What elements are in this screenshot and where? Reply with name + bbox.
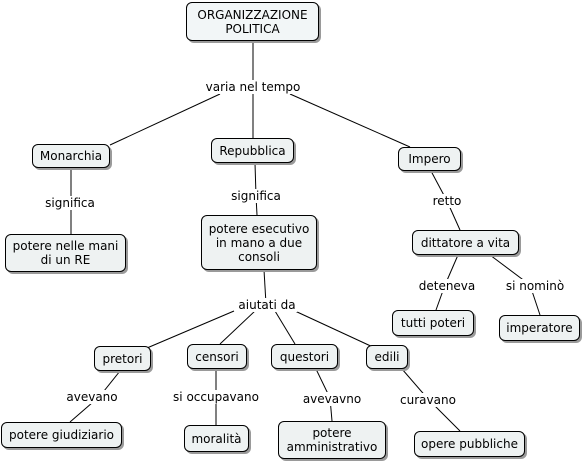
node-text: pretori — [102, 351, 143, 366]
link-label-significa-monarchia: significa — [43, 196, 97, 210]
node-imperatore[interactable]: imperatore — [499, 315, 580, 341]
line-varia-impero — [289, 93, 411, 148]
node-text: edili — [374, 350, 400, 364]
node-pretori[interactable]: pretori — [94, 346, 151, 371]
node-text: Impero — [408, 152, 451, 166]
link-label-retto: retto — [430, 194, 464, 208]
link-label-avevano: avevano — [64, 390, 120, 404]
link-label-significa-repubblica: significa — [229, 189, 283, 203]
node-text: censori — [195, 349, 239, 364]
node-text: imperatore — [506, 321, 573, 335]
node-opere-pubbliche[interactable]: opere pubbliche — [414, 431, 525, 457]
node-questori[interactable]: questori — [271, 344, 338, 369]
node-text: questori — [279, 349, 330, 364]
line-varia-monarchia — [109, 93, 221, 146]
link-label-aiutati-da: aiutati da — [236, 298, 298, 312]
link-label-varia-nel-tempo: varia nel tempo — [203, 80, 303, 94]
node-text: potere amministrativo — [286, 426, 378, 454]
node-text: potere giudiziario — [8, 428, 115, 442]
node-censori[interactable]: censori — [187, 344, 247, 369]
node-text: potere esecutivo in mano a due consoli — [208, 221, 310, 264]
line-aiutati-edili — [294, 310, 376, 349]
line-aiutati-pretori — [146, 310, 235, 349]
link-label-avevavno: avevavno — [300, 392, 364, 406]
node-text: Monarchia — [39, 149, 103, 163]
node-potere-nelle-mani-di-un-re[interactable]: potere nelle mani di un RE — [5, 234, 126, 272]
link-label-curavano: curavano — [398, 393, 458, 407]
node-text: moralità — [191, 431, 242, 446]
node-text: potere nelle mani di un RE — [12, 239, 119, 267]
node-text: dittatore a vita — [420, 235, 511, 250]
node-impero[interactable]: Impero — [398, 147, 461, 171]
node-potere-giudiziario[interactable]: potere giudiziario — [1, 422, 122, 448]
node-potere-amministrativo[interactable]: potere amministrativo — [278, 421, 386, 459]
node-text: tutti poteri — [400, 316, 466, 330]
node-edili[interactable]: edili — [366, 345, 408, 369]
node-repubblica[interactable]: Repubblica — [211, 138, 294, 163]
node-dittatore-a-vita[interactable]: dittatore a vita — [412, 230, 519, 255]
node-potere-esecutivo[interactable]: potere esecutivo in mano a due consoli — [201, 215, 317, 270]
node-organizzazione-politica[interactable]: ORGANIZZAZIONE POLITICA — [186, 2, 319, 41]
line-aiutati-questori — [274, 310, 296, 345]
link-label-deteneva: deteneva — [416, 279, 478, 293]
node-text: opere pubbliche — [421, 437, 518, 451]
node-tutti-poteri[interactable]: tutti poteri — [392, 310, 474, 336]
node-monarchia[interactable]: Monarchia — [32, 144, 110, 168]
node-text: Repubblica — [219, 143, 286, 158]
link-label-si-nomino: si nominò — [503, 279, 567, 293]
node-moralita[interactable]: moralità — [184, 425, 249, 452]
node-text: ORGANIZZAZIONE POLITICA — [197, 7, 308, 36]
link-label-si-occupavano: si occupavano — [171, 390, 261, 404]
line-aiutati-censori — [219, 310, 256, 345]
